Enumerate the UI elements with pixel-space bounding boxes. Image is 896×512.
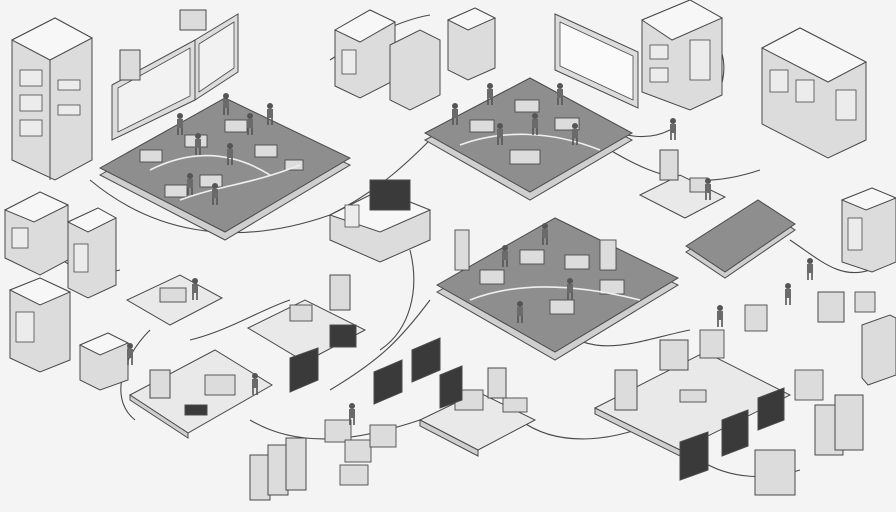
storage-stacks-southeast <box>754 291 876 496</box>
monitor-icon <box>411 337 441 383</box>
workstation-pad-southwest <box>125 274 224 326</box>
whiteboard-north <box>554 13 639 109</box>
workstation-cluster-center <box>328 179 432 263</box>
assembly-platform-north <box>423 77 634 201</box>
monitor-icon <box>373 359 403 405</box>
equipment-cluster-northeast <box>640 0 724 111</box>
empty-slab <box>685 199 796 279</box>
assembly-platform-west <box>98 97 352 241</box>
monitor-icon <box>289 347 319 393</box>
workstation-pad-east <box>638 117 727 219</box>
server-cabinets-southwest <box>8 277 130 391</box>
monitor-wall-west <box>111 13 239 141</box>
machines-north-center <box>119 7 497 111</box>
monitor-icon <box>757 387 785 431</box>
server-cabinets-far-east <box>840 187 896 386</box>
workstation-pad-center-west <box>246 274 367 363</box>
assembly-platform-central <box>435 217 680 361</box>
workstation-pad-center-south <box>418 367 537 457</box>
monitor-icon <box>679 431 709 481</box>
monitor-stations <box>289 337 785 481</box>
monitor-icon <box>721 409 749 457</box>
monitor-icon <box>439 365 463 409</box>
server-cabinets-west <box>3 191 118 299</box>
workstation-pad-southeast <box>593 282 792 457</box>
equipment-cluster-east <box>760 27 868 159</box>
storage-stacks-south <box>249 402 397 501</box>
server-rack-northwest <box>10 17 94 181</box>
workstation-pad-south <box>129 349 273 439</box>
